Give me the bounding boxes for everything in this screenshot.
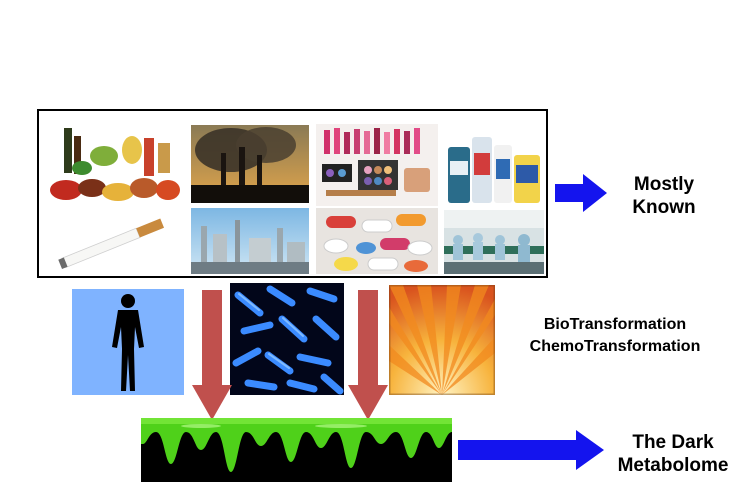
- bacteria-image: [230, 283, 344, 395]
- factory-smokestack-image: [191, 125, 309, 203]
- known-line2: Known: [632, 196, 696, 218]
- pills-image: [316, 208, 438, 274]
- human-silhouette-image: [72, 289, 184, 395]
- mostly-known-label: Mostly Known: [614, 174, 714, 220]
- food-groceries-image: [44, 118, 184, 208]
- dark-line2: Metabolome: [617, 454, 729, 476]
- blue-arrow-right-dark: [458, 430, 604, 470]
- factory-workers-image: [444, 210, 544, 274]
- transformation-label: BioTransformation ChemoTransformation: [505, 314, 725, 358]
- sunburst-image: [389, 285, 495, 395]
- green-slime-image: [141, 418, 452, 482]
- refinery-image: [191, 208, 309, 274]
- dark-metabolome-label: The Dark Metabolome: [610, 432, 736, 478]
- transform-line2: ChemoTransformation: [529, 338, 701, 355]
- transform-line1: BioTransformation: [543, 316, 687, 333]
- cosmetics-image: [316, 124, 438, 206]
- cigarette-image: [54, 212, 172, 274]
- known-line1: Mostly: [633, 174, 695, 195]
- dark-line1: The Dark: [632, 432, 714, 453]
- cleaning-products-image: [444, 127, 544, 207]
- red-arrow-down-left: [192, 290, 232, 420]
- red-arrow-down-right: [348, 290, 388, 420]
- blue-arrow-right-known: [555, 174, 607, 212]
